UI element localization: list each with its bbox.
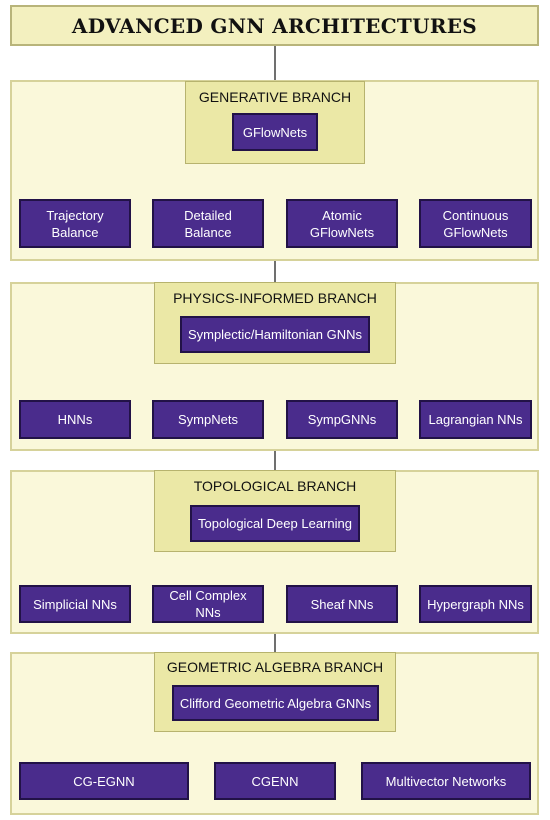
child-node: Atomic GFlowNets (286, 199, 398, 248)
child-node: HNNs (19, 400, 131, 439)
child-node: Cell Complex NNs (152, 585, 264, 623)
child-node: CG-EGNN (19, 762, 189, 800)
child-node: Sheaf NNs (286, 585, 398, 623)
diagram-title: ADVANCED GNN ARCHITECTURES (10, 5, 539, 46)
branch-title: PHYSICS-INFORMED BRANCH (173, 290, 377, 306)
root-node-gflownets: GFlowNets (232, 113, 318, 151)
child-node: Detailed Balance (152, 199, 264, 248)
child-node: SympGNNs (286, 400, 398, 439)
child-node: Multivector Networks (361, 762, 531, 800)
child-node: Hypergraph NNs (419, 585, 532, 623)
child-node: SympNets (152, 400, 264, 439)
child-node: Continuous GFlowNets (419, 199, 532, 248)
child-node: CGENN (214, 762, 336, 800)
child-node: Simplicial NNs (19, 585, 131, 623)
root-node-topological: Topological Deep Learning (190, 505, 360, 542)
child-node: Trajectory Balance (19, 199, 131, 248)
branch-title: GENERATIVE BRANCH (198, 89, 352, 105)
branch-title: GEOMETRIC ALGEBRA BRANCH (166, 659, 384, 675)
root-node-symplectic: Symplectic/Hamiltonian GNNs (180, 316, 370, 353)
child-node: Lagrangian NNs (419, 400, 532, 439)
branch-title: TOPOLOGICAL BRANCH (193, 478, 357, 494)
root-node-clifford: Clifford Geometric Algebra GNNs (172, 685, 379, 721)
